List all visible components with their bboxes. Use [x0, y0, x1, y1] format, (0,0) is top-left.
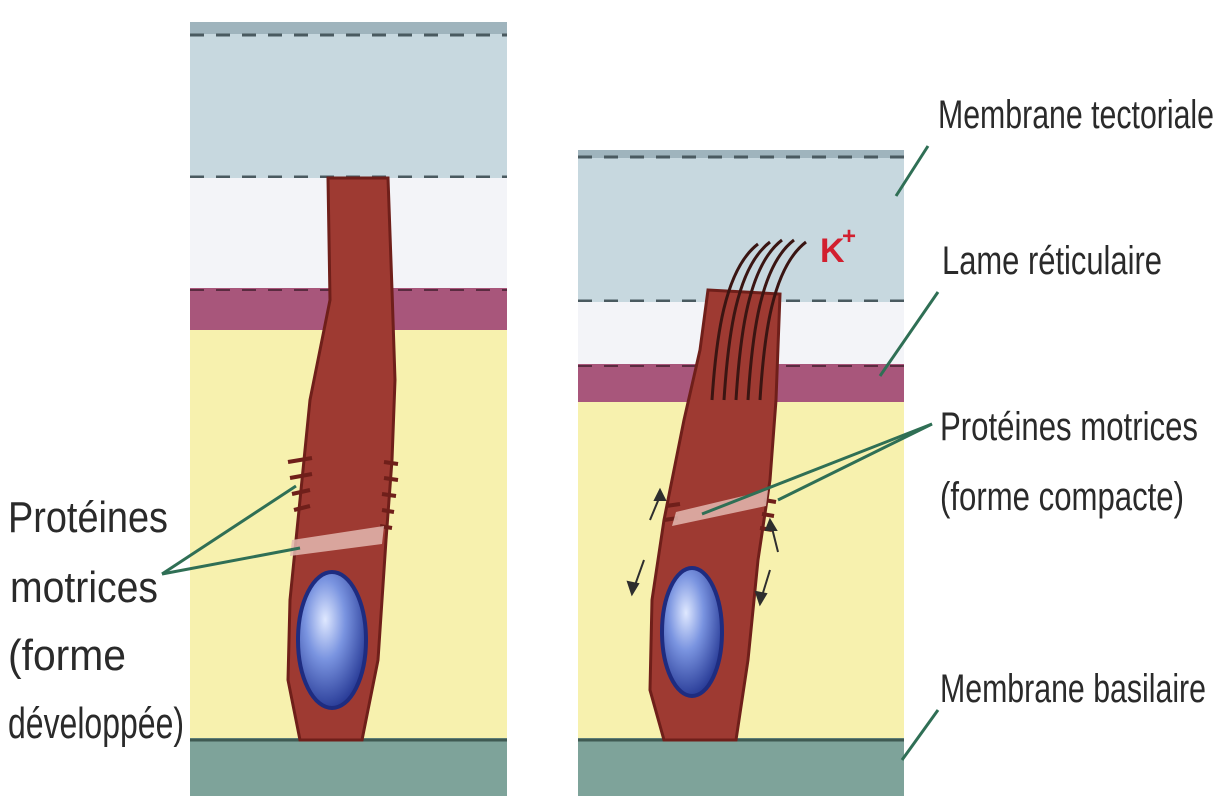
label-tectorial-membrane: Membrane tectoriale [938, 93, 1214, 137]
right-basilar-membrane [578, 738, 904, 796]
label-reticular-lamina: Lame réticulaire [942, 239, 1162, 283]
right-panel [578, 146, 938, 796]
right-nucleus [662, 568, 722, 696]
label-basilar-membrane: Membrane basilaire [940, 667, 1206, 711]
left-proteins-line4: développée) [8, 699, 184, 748]
left-proteins-line2: motrices [10, 563, 158, 612]
left-tectorial-membrane [190, 34, 507, 178]
left-panel [162, 22, 507, 796]
left-protein-label: Protéines motrices (forme développée) [8, 493, 184, 748]
left-nucleus [298, 572, 366, 708]
left-proteins-line1: Protéines [8, 493, 168, 542]
left-proteins-line3: (forme [8, 631, 126, 680]
label-right-proteins-line1: Protéines motrices [940, 405, 1198, 449]
ion-charge: + [842, 223, 856, 250]
left-basilar-membrane [190, 738, 507, 796]
label-right-proteins-line2: (forme compacte) [940, 475, 1184, 519]
